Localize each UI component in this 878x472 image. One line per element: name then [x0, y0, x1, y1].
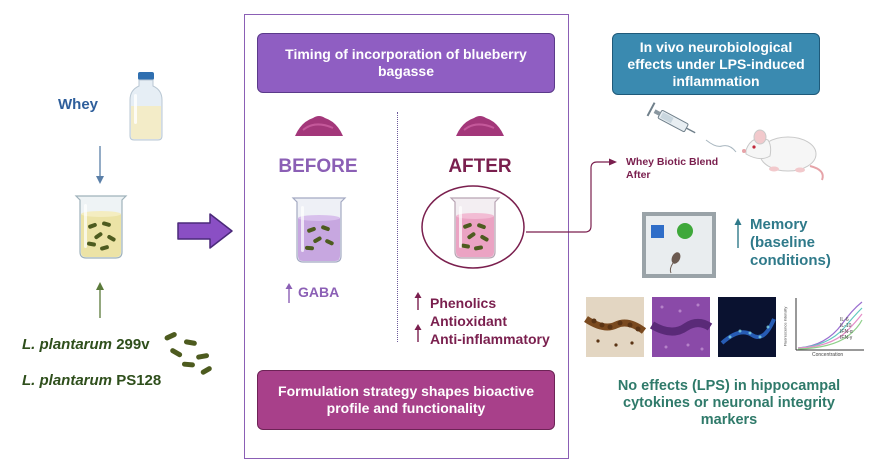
object-recognition-arena-icon [642, 212, 716, 278]
formulation-banner: Formulation strategy shapes bioactive pr… [257, 370, 555, 430]
increase-arrow-icon [734, 218, 742, 248]
connector-arrow [526, 158, 617, 233]
before-beaker-icon [291, 197, 347, 263]
syringe-icon [646, 102, 737, 153]
blueberry-powder-icon [295, 116, 343, 136]
legend-item: IFN-α [840, 329, 853, 335]
big-right-arrow-icon [177, 213, 233, 249]
legend-item: IL-10 [840, 323, 852, 329]
blueberry-powder-icon [456, 116, 504, 136]
memory-line: (baseline [750, 234, 816, 251]
blend-name: Whey Biotic Blend [626, 156, 719, 168]
strain-genus: L. plantarum [22, 336, 113, 353]
blend-label: Whey Biotic Blend After [626, 156, 718, 182]
histology-image-1 [584, 297, 647, 357]
divider [397, 112, 398, 342]
bacteria-icon [164, 332, 212, 375]
chart-legend: IL-6 IL-10 IFN-α IFN-γ [840, 317, 853, 341]
arrow-up-icon [96, 282, 104, 318]
blend-timing: After [626, 169, 651, 181]
in-vivo-banner: In vivo neurobiological effects under LP… [612, 33, 820, 95]
center-title-banner: Timing of incorporation of blueberry bag… [257, 33, 555, 93]
effect-anti-inflammatory: Anti-inflammatory [430, 331, 550, 347]
gaba-label: GABA [298, 284, 340, 300]
increase-arrow-icon [414, 292, 422, 310]
whey-bottle-icon [129, 72, 163, 141]
rat-icon [742, 129, 824, 181]
strain-ps128-label: L. plantarum PS128 [22, 372, 161, 389]
chart-xlabel: Concentration [812, 352, 844, 358]
effect-antioxidant: Antioxidant [430, 313, 507, 329]
whey-label: Whey [58, 96, 99, 113]
strain-299v-label: L. plantarum 299v [22, 336, 150, 353]
arrow-down-icon [96, 146, 104, 184]
effect-phenolics: Phenolics [430, 295, 497, 311]
center-panel [244, 14, 569, 459]
strain-genus: L. plantarum [22, 372, 113, 389]
memory-line: Memory [750, 216, 808, 233]
after-beaker-icon [449, 197, 501, 259]
after-label: AFTER [448, 156, 512, 177]
increase-arrow-icon [414, 324, 422, 342]
legend-item: IL-6 [840, 317, 849, 323]
before-label: BEFORE [278, 156, 358, 177]
cytokine-curve-chart [795, 298, 864, 351]
fermentation-beaker-icon [74, 195, 128, 259]
chart-ylabel: Fluorescence intensity [782, 306, 788, 347]
after-highlight-circle [421, 185, 525, 269]
increase-arrow-icon [285, 283, 293, 303]
legend-item: IFN-γ [840, 335, 853, 341]
histology-image-2 [649, 297, 713, 357]
strain-id: PS128 [116, 372, 162, 389]
memory-label: Memory (baseline conditions) [750, 216, 831, 270]
memory-line: conditions) [750, 252, 831, 269]
after-effects-list: Phenolics Antioxidant Anti-inflammatory [430, 294, 550, 348]
fluorescence-image [718, 297, 776, 357]
conclusion-text: No effects (LPS) in hippocampal cytokine… [617, 378, 841, 428]
strain-id: 299v [116, 336, 150, 353]
